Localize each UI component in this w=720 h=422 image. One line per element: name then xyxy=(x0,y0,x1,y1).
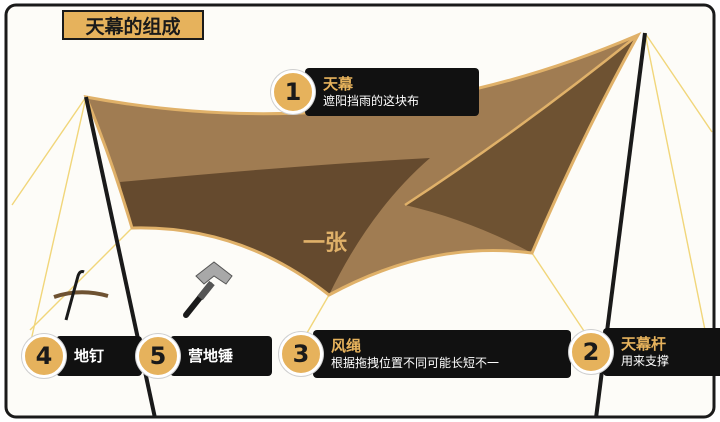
callout-title: 营地锤 xyxy=(188,347,234,365)
callout-box: 天幕 遮阳挡雨的这块布 xyxy=(305,68,479,116)
tarp-shadow-panel xyxy=(120,158,430,295)
page-title: 天幕的组成 xyxy=(62,10,204,40)
callout-number: 3 xyxy=(279,332,323,376)
callout-title: 天幕杆 xyxy=(621,335,667,353)
callout-title: 天幕 xyxy=(323,75,354,93)
callout-number: 2 xyxy=(569,330,613,374)
rope-right-upper xyxy=(644,32,713,133)
stake-icon xyxy=(53,270,109,321)
callout-desc: 根据拖拽位置不同可能长短不一 xyxy=(331,356,500,370)
callout-hammer: 5 营地锤 xyxy=(136,334,272,378)
tarp-logo: 一张 xyxy=(303,231,348,256)
callout-desc: 用来支撑 xyxy=(621,354,670,368)
callout-number: 5 xyxy=(136,334,180,378)
rope-left-upper xyxy=(11,96,87,206)
callout-box: 风绳 根据拖拽位置不同可能长短不一 xyxy=(313,330,571,378)
callout-guy-rope: 3 风绳 根据拖拽位置不同可能长短不一 xyxy=(279,330,571,378)
callout-desc: 遮阳挡雨的这块布 xyxy=(323,94,420,108)
callout-pole: 2 天幕杆 用来支撑 xyxy=(569,328,720,376)
callout-box: 天幕杆 用来支撑 xyxy=(603,328,720,376)
rope-right-lower xyxy=(644,32,707,336)
tarp-right-panel xyxy=(405,35,638,253)
callout-box: 地钉 xyxy=(56,336,142,376)
callout-number: 1 xyxy=(271,70,315,114)
hammer-icon xyxy=(183,261,233,318)
callout-title: 风绳 xyxy=(331,337,362,355)
tarp-seam xyxy=(404,34,639,207)
rope-left-lower xyxy=(29,96,87,346)
callout-box: 营地锤 xyxy=(170,336,272,376)
callout-title: 地钉 xyxy=(74,347,105,365)
callout-stake: 4 地钉 xyxy=(22,334,142,378)
callout-number: 4 xyxy=(22,334,66,378)
rope-left-tarp xyxy=(29,227,133,331)
callout-tarp: 1 天幕 遮阳挡雨的这块布 xyxy=(271,68,479,116)
